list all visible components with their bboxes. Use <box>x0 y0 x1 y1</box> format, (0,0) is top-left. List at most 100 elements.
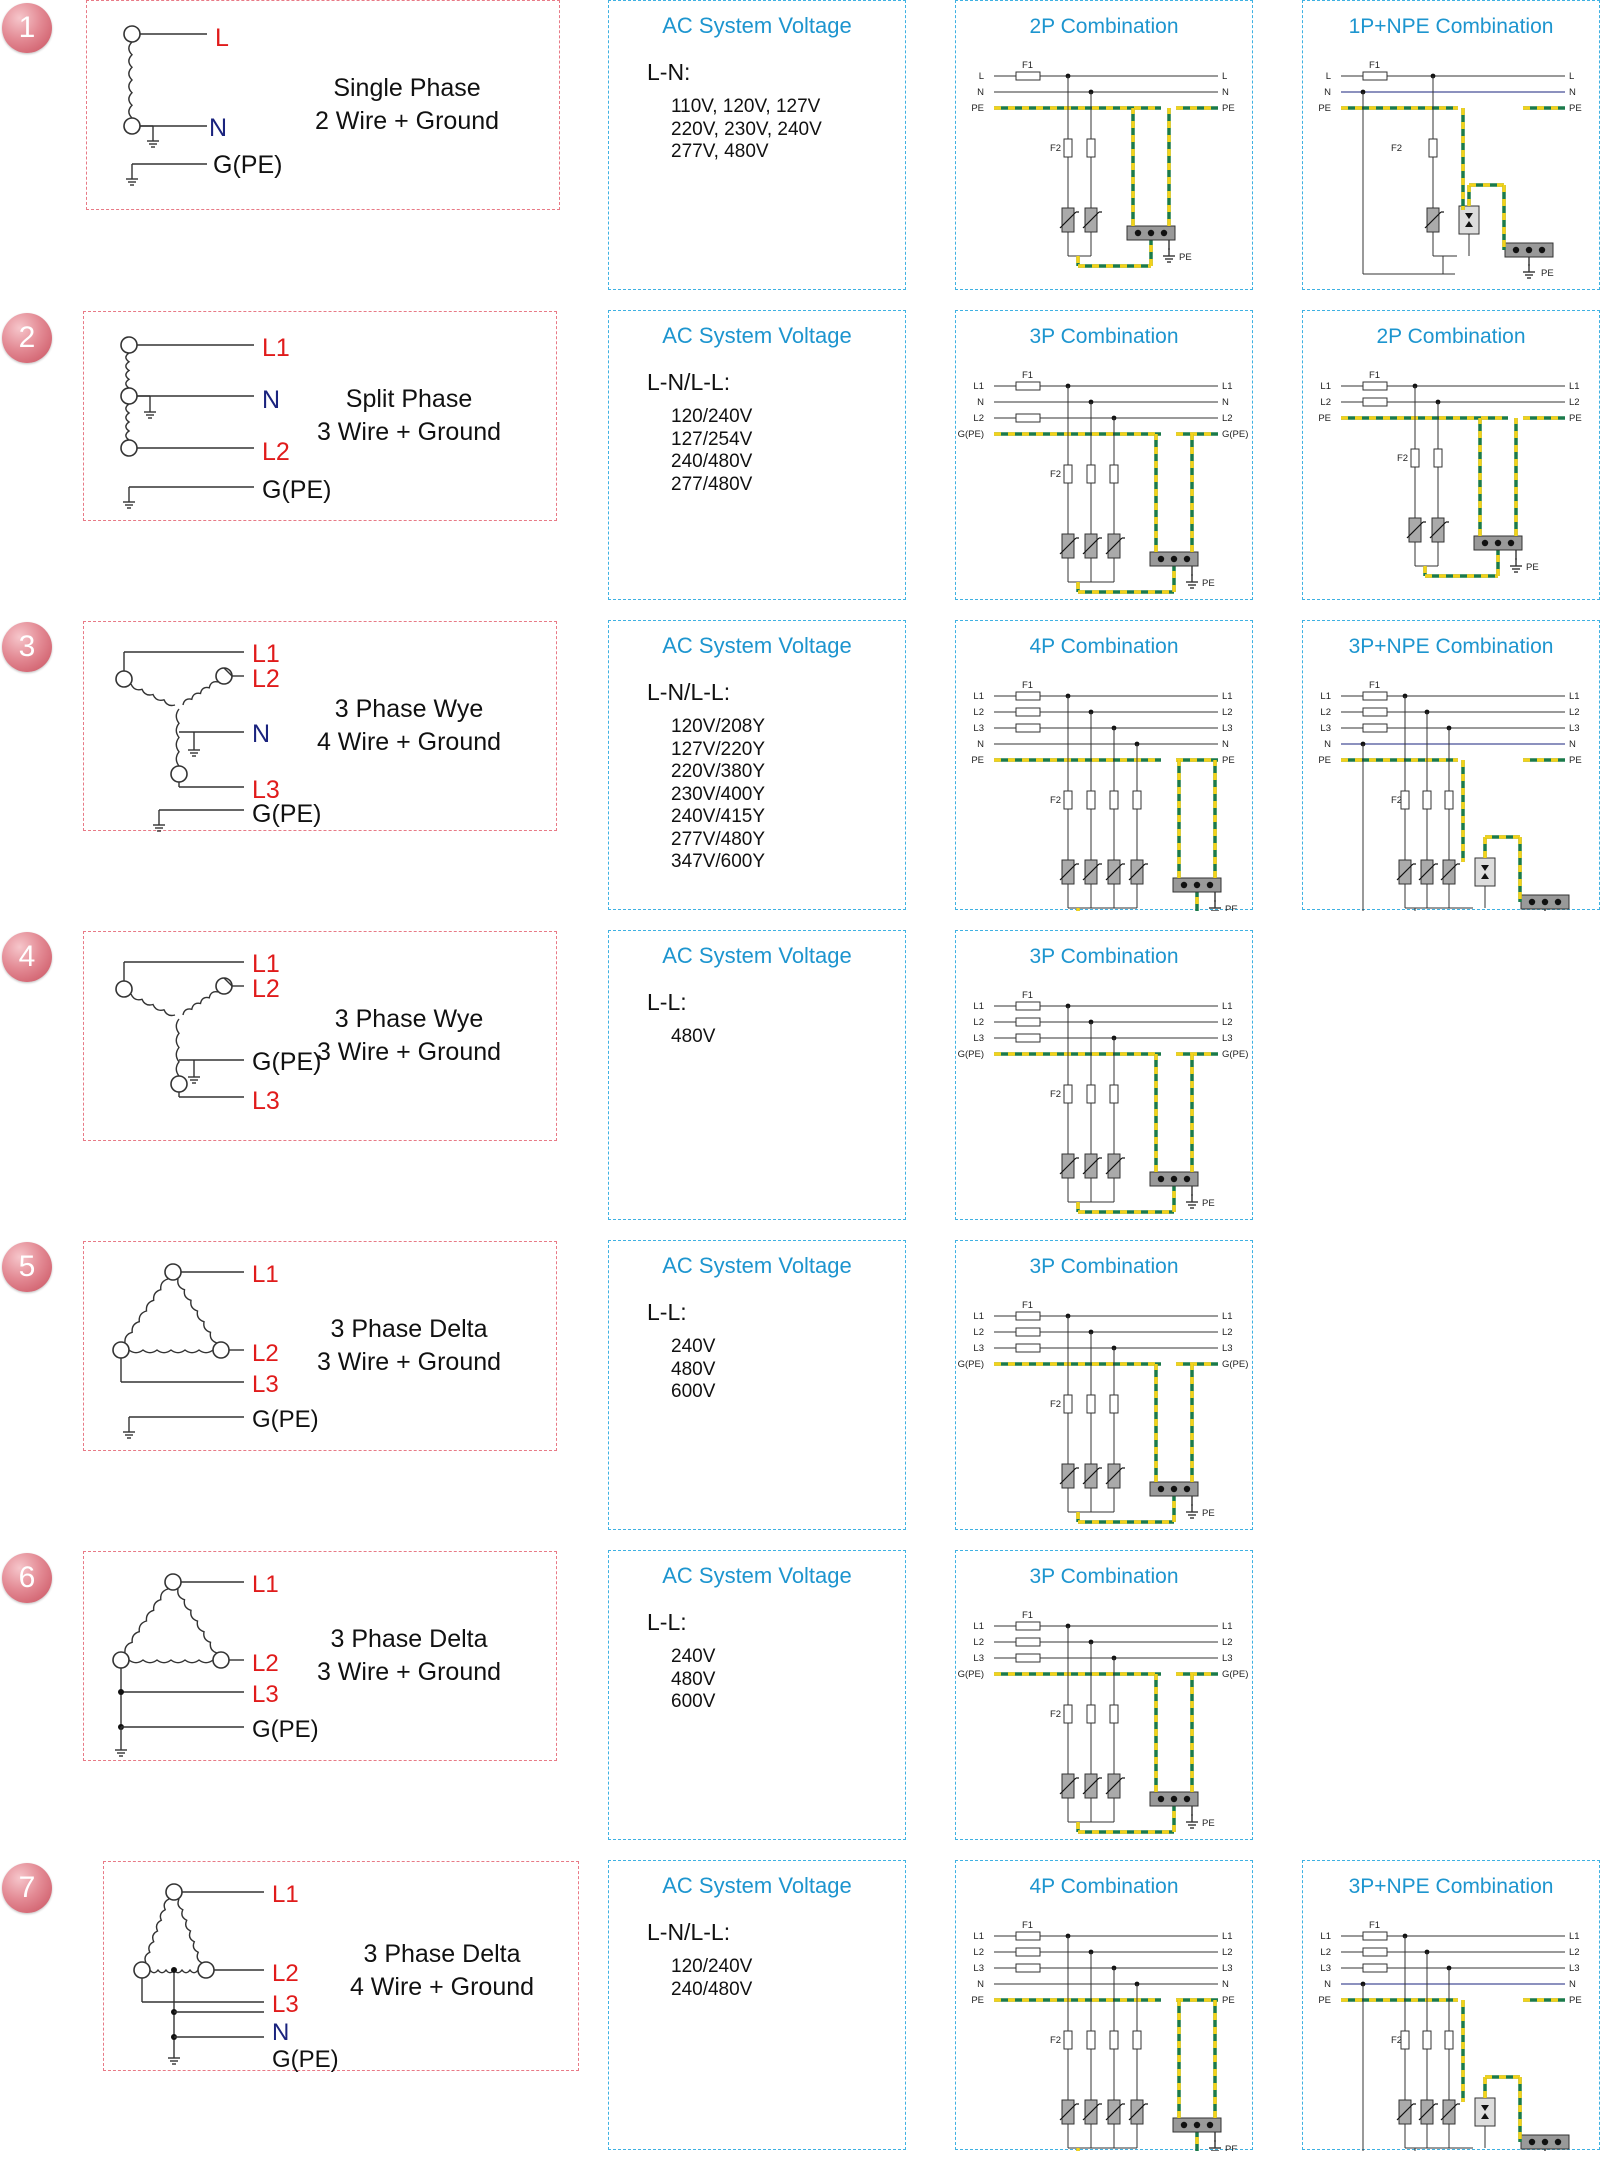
line-label-left: L1 <box>1320 381 1331 392</box>
fuse-f1-label: F1 <box>1369 370 1380 381</box>
combination-title: 3P+NPE Combination <box>1348 635 1554 658</box>
voltage-value: 127/254V <box>671 428 753 450</box>
label-L1: L1 <box>272 1881 299 1908</box>
line-label-left: L3 <box>1320 723 1331 734</box>
line-label-right: L2 <box>1569 707 1580 718</box>
line-label-left: PE <box>1318 413 1331 424</box>
voltage-value: 347V/600Y <box>671 851 766 872</box>
voltage-value: 220V, 230V, 240V <box>671 118 822 140</box>
line-label-right: N <box>1222 739 1229 750</box>
line-label-left: L3 <box>1320 1963 1331 1974</box>
line-label-left: PE <box>1318 103 1331 114</box>
line-label-right: PE <box>1222 103 1235 114</box>
system-title-line2: 2 Wire + Ground <box>315 107 499 135</box>
line-label-right: G(PE) <box>1222 1359 1248 1370</box>
line-label-left: PE <box>971 1995 984 2006</box>
voltage-type-label: L-L: <box>647 1299 687 1325</box>
voltage-box-title: AC System Voltage <box>662 1253 852 1278</box>
line-label-left: N <box>1324 739 1331 750</box>
system-title-line1: 3 Phase Wye <box>335 695 483 723</box>
line-label-left: L2 <box>1320 707 1331 718</box>
voltage-box-title: AC System Voltage <box>662 1563 852 1588</box>
combination-title: 1P+NPE Combination <box>1348 15 1554 38</box>
combination-title: 3P Combination <box>1029 325 1179 348</box>
voltage-type-label: L-L: <box>647 989 687 1015</box>
label-L2: L2 <box>252 1340 279 1367</box>
voltage-value: 230V/400Y <box>671 783 766 805</box>
line-label-left: L1 <box>973 1311 984 1322</box>
line-label-right: L2 <box>1222 1017 1233 1028</box>
pe-label: PE <box>1202 1508 1215 1519</box>
line-label-right: PE <box>1569 1995 1582 2006</box>
label-L1: L1 <box>252 1261 279 1288</box>
fuse-f2-label: F2 <box>1050 1709 1061 1720</box>
label-L2: L2 <box>262 438 290 466</box>
voltage-box-title: AC System Voltage <box>662 1873 852 1898</box>
row-number-badge: 1 <box>2 3 52 53</box>
system-title-line2: 3 Wire + Ground <box>317 1038 501 1066</box>
line-label-right: L2 <box>1222 1327 1233 1338</box>
voltage-box-title: AC System Voltage <box>662 943 852 968</box>
voltage-type-label: L-N/L-L: <box>647 679 731 705</box>
row-number-badge: 6 <box>2 1553 52 1603</box>
line-label-left: L2 <box>973 1637 984 1648</box>
voltage-value: 127V/220Y <box>671 738 766 760</box>
voltage-value: 277V/480Y <box>671 828 766 850</box>
pe-label: PE <box>1202 1198 1215 1209</box>
line-label-right: L3 <box>1222 1653 1233 1664</box>
combination-title: 3P+NPE Combination <box>1348 1875 1554 1898</box>
label-L1: L1 <box>252 950 280 978</box>
line-label-right: L2 <box>1222 1637 1233 1648</box>
voltage-box-title: AC System Voltage <box>662 633 852 658</box>
voltage-value: 120V/208Y <box>671 716 766 737</box>
system-title-line1: 3 Phase Delta <box>330 1315 487 1343</box>
line-label-right: L2 <box>1569 397 1580 408</box>
line-label-left: L2 <box>973 707 984 718</box>
label-L3: L3 <box>272 1991 299 2018</box>
voltage-value: 277/480V <box>671 473 753 495</box>
line-label-left: N <box>977 87 984 98</box>
fuse-f2-label: F2 <box>1397 453 1408 464</box>
voltage-value: 240V <box>671 1646 716 1667</box>
line-label-left: N <box>977 397 984 408</box>
line-label-right: L2 <box>1222 413 1233 424</box>
line-label-right: L1 <box>1569 691 1580 702</box>
line-label-right: G(PE) <box>1222 1049 1248 1060</box>
line-label-left: L2 <box>1320 1947 1331 1958</box>
combination-title: 3P Combination <box>1029 1255 1179 1278</box>
line-label-right: N <box>1569 739 1576 750</box>
line-label-left: L2 <box>1320 397 1331 408</box>
line-label-left: L2 <box>973 413 984 424</box>
label-G-PE: G(PE) <box>262 476 331 504</box>
label-N: N <box>252 720 270 748</box>
voltage-type-label: L-N/L-L: <box>647 369 731 395</box>
line-label-right: L <box>1222 71 1227 82</box>
line-label-left: L2 <box>973 1327 984 1338</box>
label-L: L <box>215 24 229 52</box>
line-label-right: N <box>1569 87 1576 98</box>
line-label-right: PE <box>1222 1995 1235 2006</box>
pe-label: PE <box>1179 252 1192 263</box>
label-L3: L3 <box>252 776 280 804</box>
fuse-f2-label: F2 <box>1050 1089 1061 1100</box>
